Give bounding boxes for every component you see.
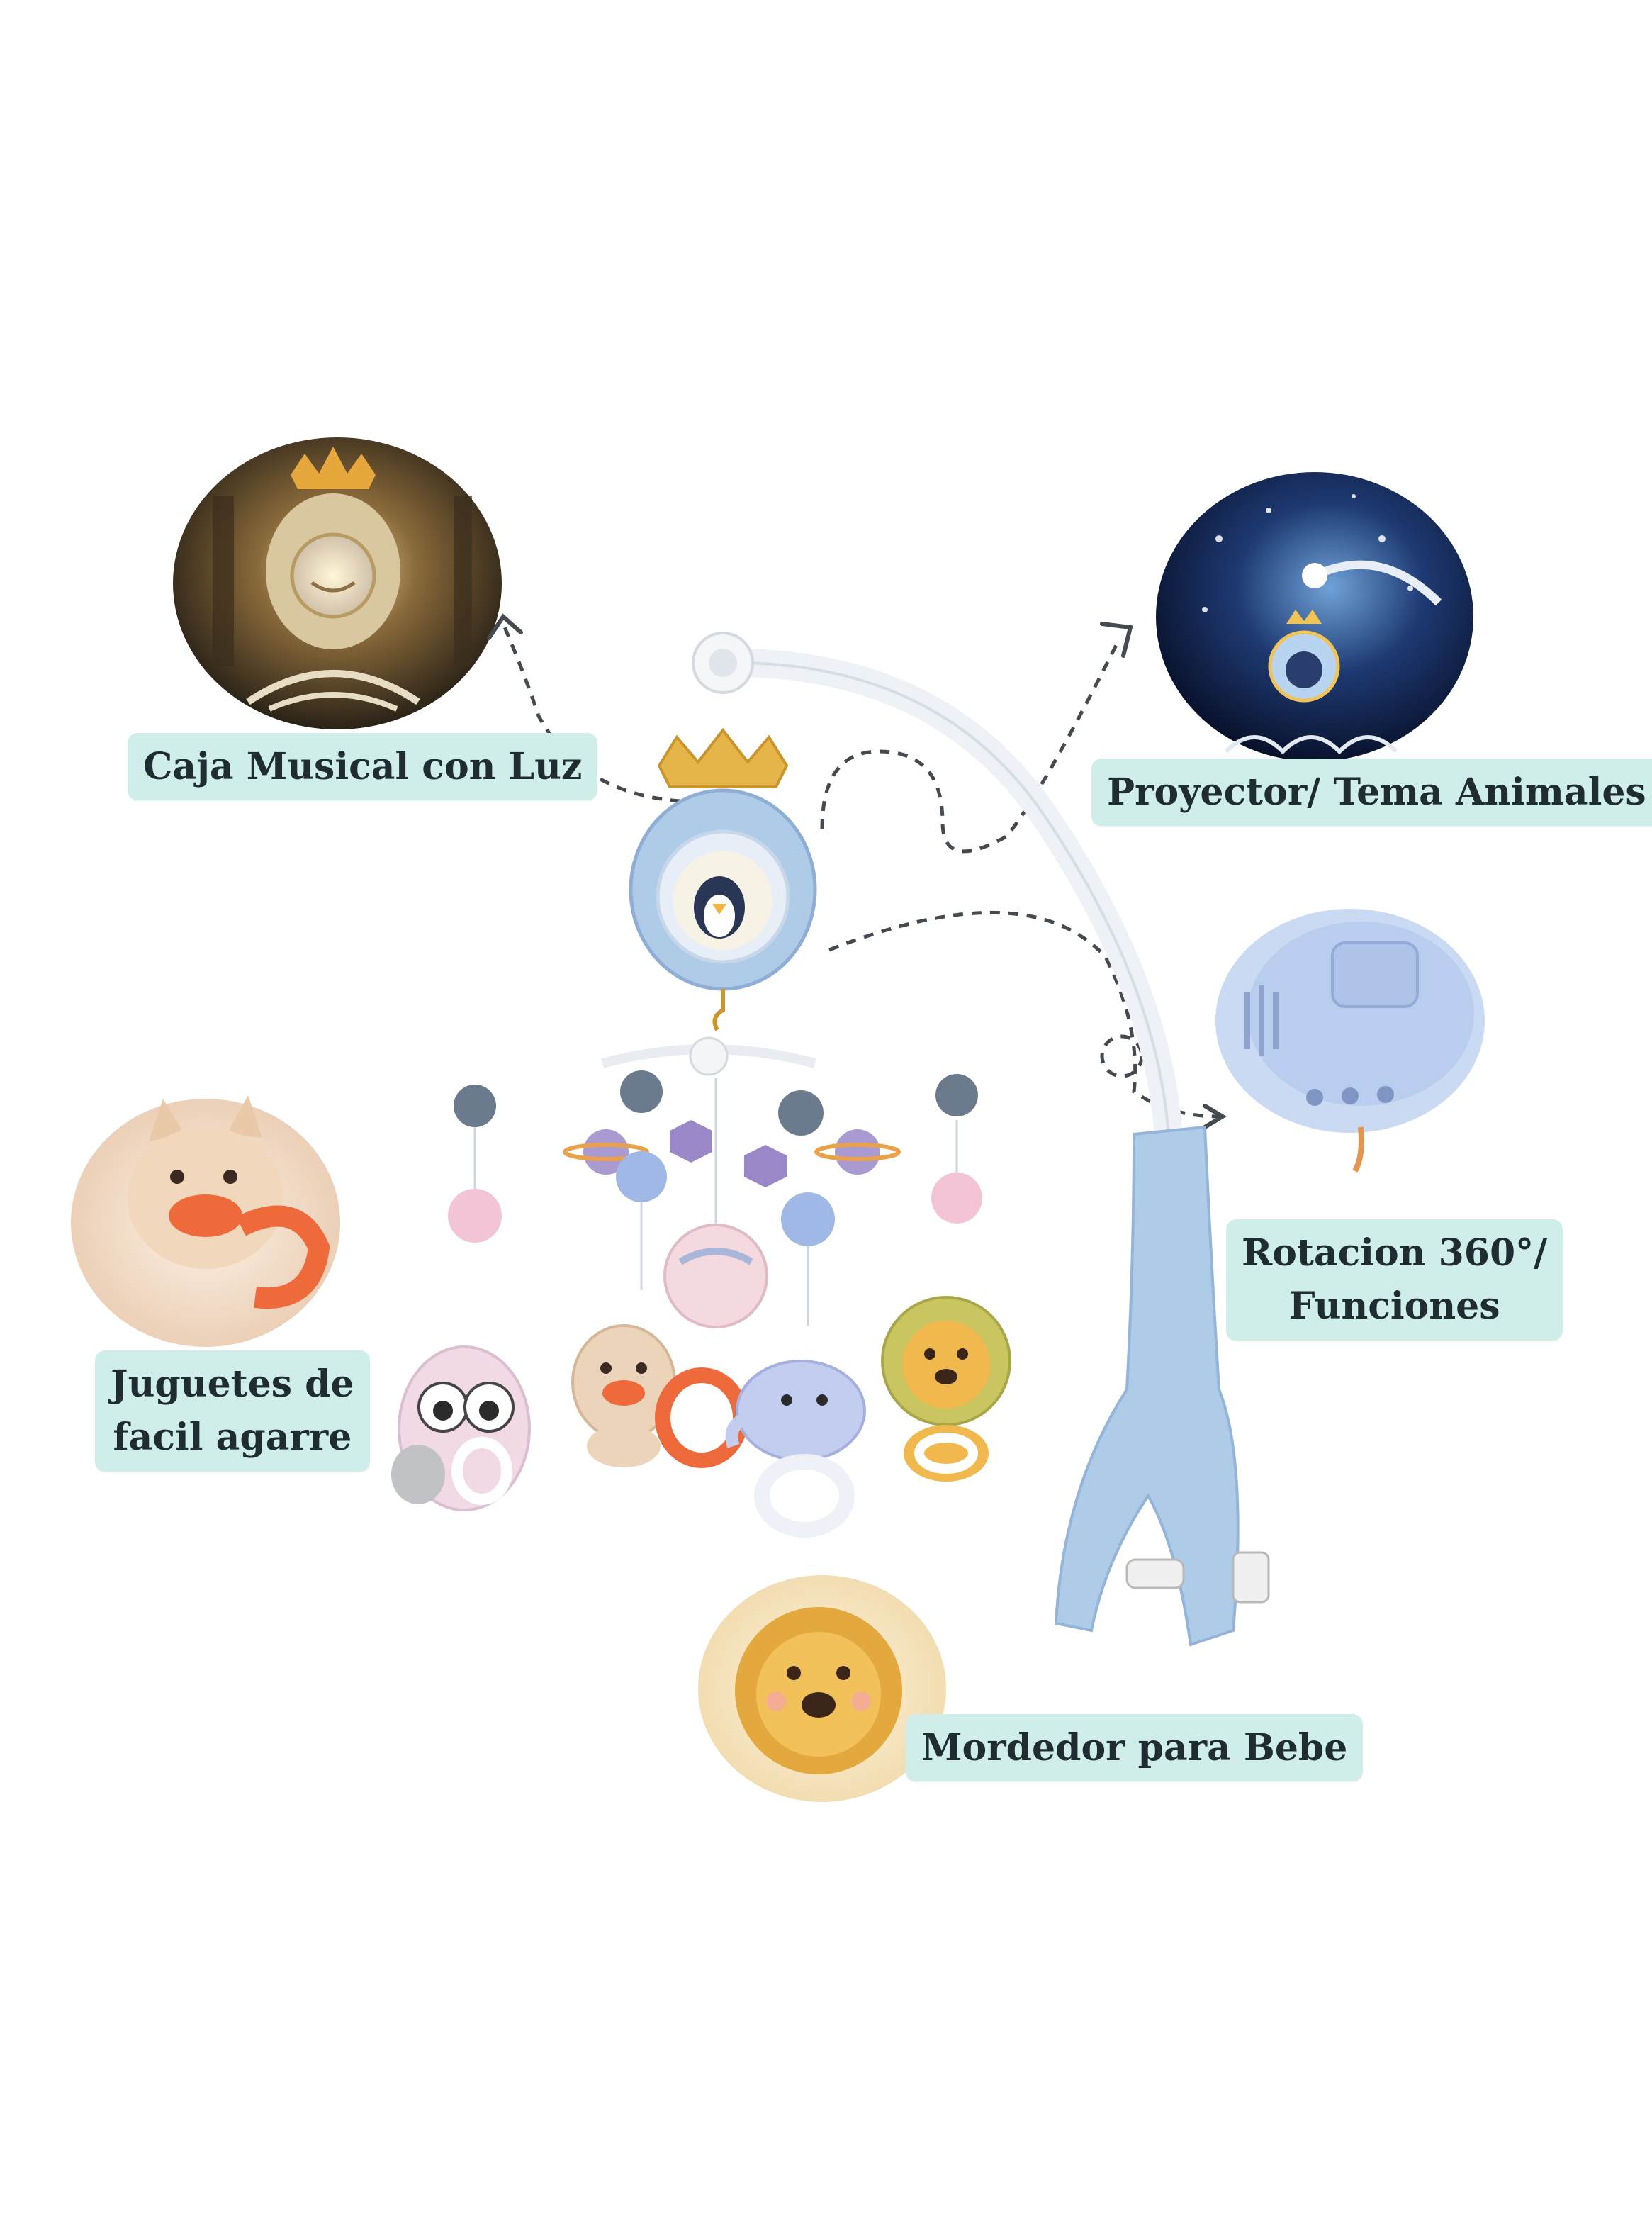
planet-icon — [454, 1070, 978, 1187]
projector-label-text: Proyector/ Tema Animales — [1107, 771, 1646, 814]
crib-mobile — [391, 632, 1270, 1647]
music-box-label-text: Caja Musical con Luz — [143, 745, 583, 788]
control-panel-photo — [1215, 909, 1485, 1173]
easy-grip-label: Juguetes de facil agarre — [95, 1350, 370, 1472]
easy-grip-label-line1: Juguetes de — [111, 1362, 354, 1406]
penguin-icon — [1286, 651, 1322, 688]
connector-lines — [501, 623, 1220, 1119]
rotation-label-line2: Funciones — [1288, 1285, 1500, 1328]
crown-icon — [657, 727, 789, 788]
music-box-label: Caja Musical con Luz — [128, 733, 598, 801]
lion-icon — [881, 1296, 1011, 1482]
rotation-label-line1: Rotacion 360°/ — [1242, 1231, 1548, 1275]
owl-icon — [391, 1345, 531, 1511]
easy-grip-photo — [71, 1095, 340, 1347]
rotation-label: Rotacion 360°/ Funciones — [1226, 1219, 1563, 1341]
easy-grip-label-line2: facil agarre — [113, 1416, 352, 1460]
connector-arrowheads — [487, 613, 1227, 1129]
fox-icon — [571, 1324, 748, 1468]
teether-photo — [698, 1575, 946, 1802]
projector-label: Proyector/ Tema Animales — [1091, 759, 1652, 827]
projector-photo — [1156, 472, 1473, 761]
music-box-photo — [173, 437, 502, 729]
teether-label: Mordedor para Bebe — [906, 1714, 1364, 1782]
elephant-icon — [725, 1360, 866, 1538]
teether-label-text: Mordedor para Bebe — [921, 1726, 1348, 1769]
crown-icon — [291, 447, 376, 489]
